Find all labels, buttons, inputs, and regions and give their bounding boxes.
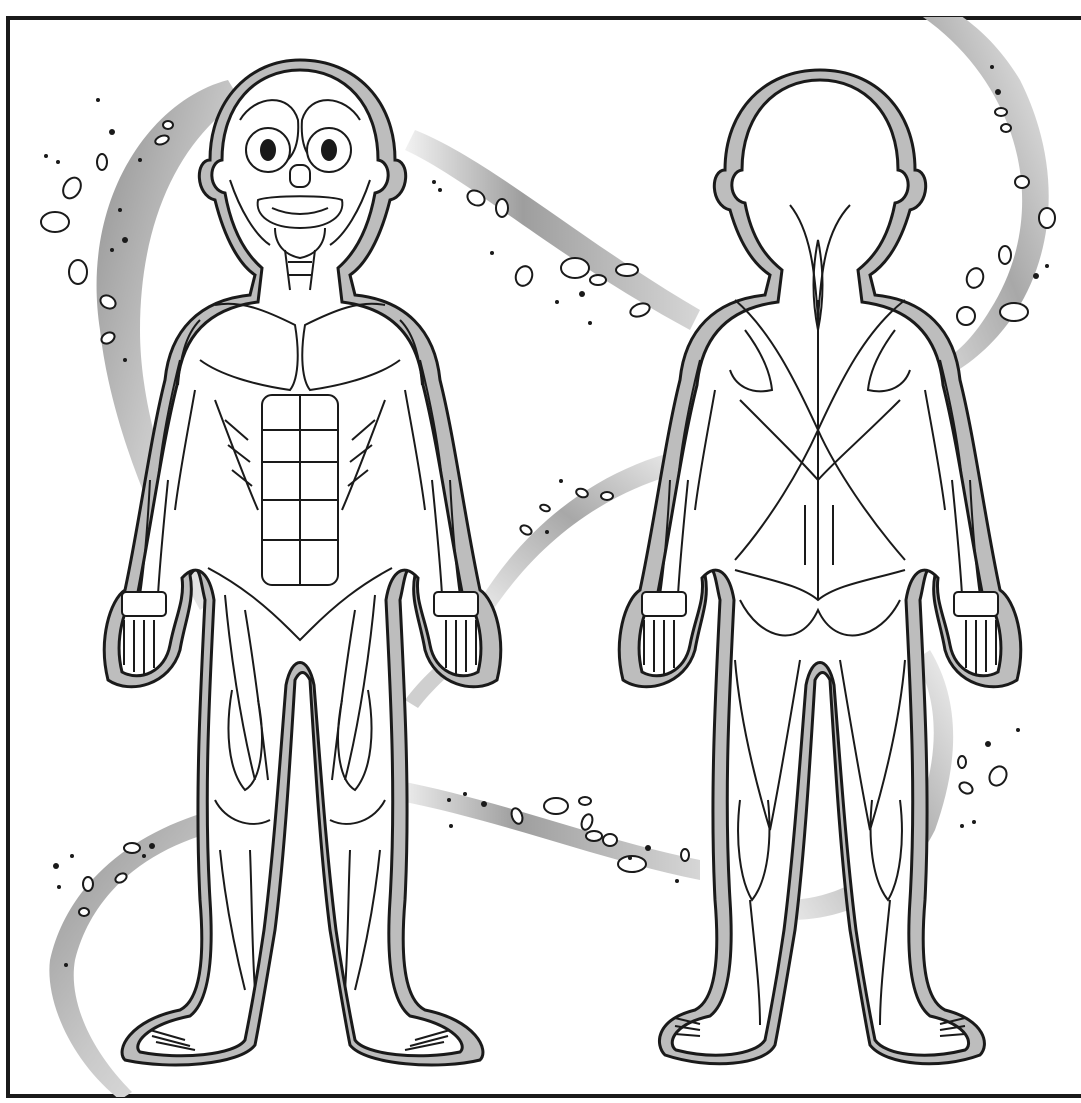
blood-cell [163,121,173,129]
platelet-dot [1033,273,1039,279]
blood-cell [1001,124,1011,132]
platelet-dot [138,158,142,162]
nose [290,165,310,187]
platelet-dot [1045,264,1049,268]
platelet-dot [579,291,585,297]
platelet-dot [149,843,155,849]
platelet-dot [44,154,48,158]
blood-cell [79,908,89,916]
platelet-dot [555,300,559,304]
blood-cell [618,856,646,872]
platelet-dot [122,237,128,243]
blood-cell [1039,208,1055,228]
platelet-dot [96,98,100,102]
blood-cell [69,260,87,284]
platelet-dot [645,845,651,851]
blood-cell [586,831,602,841]
platelet-dot [675,879,679,883]
blood-cell [496,199,508,217]
platelet-dot [481,801,487,807]
platelet-dot [588,321,592,325]
blood-cell [124,843,140,853]
platelet-dot [109,129,115,135]
blood-cell [603,834,617,846]
blood-cell [561,258,589,278]
platelet-dot [985,741,991,747]
platelet-dot [70,854,74,858]
right-pupil [322,140,336,160]
platelet-dot [57,885,61,889]
blood-cell [544,798,568,814]
left-pupil [261,140,275,160]
blood-cell [681,849,689,861]
platelet-dot [972,820,976,824]
platelet-dot [118,208,122,212]
platelet-dot [990,65,994,69]
platelet-dot [995,89,1001,95]
platelet-dot [56,160,60,164]
blood-cell [83,877,93,891]
platelet-dot [53,863,59,869]
platelet-dot [123,358,127,362]
platelet-dot [463,792,467,796]
blood-cell [1015,176,1029,188]
blood-cell [590,275,606,285]
platelet-dot [490,251,494,255]
platelet-dot [447,798,451,802]
platelet-dot [449,824,453,828]
blood-cell [995,108,1007,116]
blood-cell [601,492,613,500]
blood-cell [579,797,591,805]
platelet-dot [628,856,632,860]
blood-cell [957,307,975,325]
platelet-dot [110,248,114,252]
blood-cell [616,264,638,276]
platelet-dot [559,479,563,483]
blood-cell [958,756,966,768]
platelet-dot [64,963,68,967]
platelet-dot [545,530,549,534]
blood-cell [41,212,69,232]
platelet-dot [438,188,442,192]
platelet-dot [432,180,436,184]
platelet-dot [142,854,146,858]
blood-cell [999,246,1011,264]
blood-cell [1000,303,1028,321]
blood-cell [97,154,107,170]
platelet-dot [960,824,964,828]
platelet-dot [1016,728,1020,732]
